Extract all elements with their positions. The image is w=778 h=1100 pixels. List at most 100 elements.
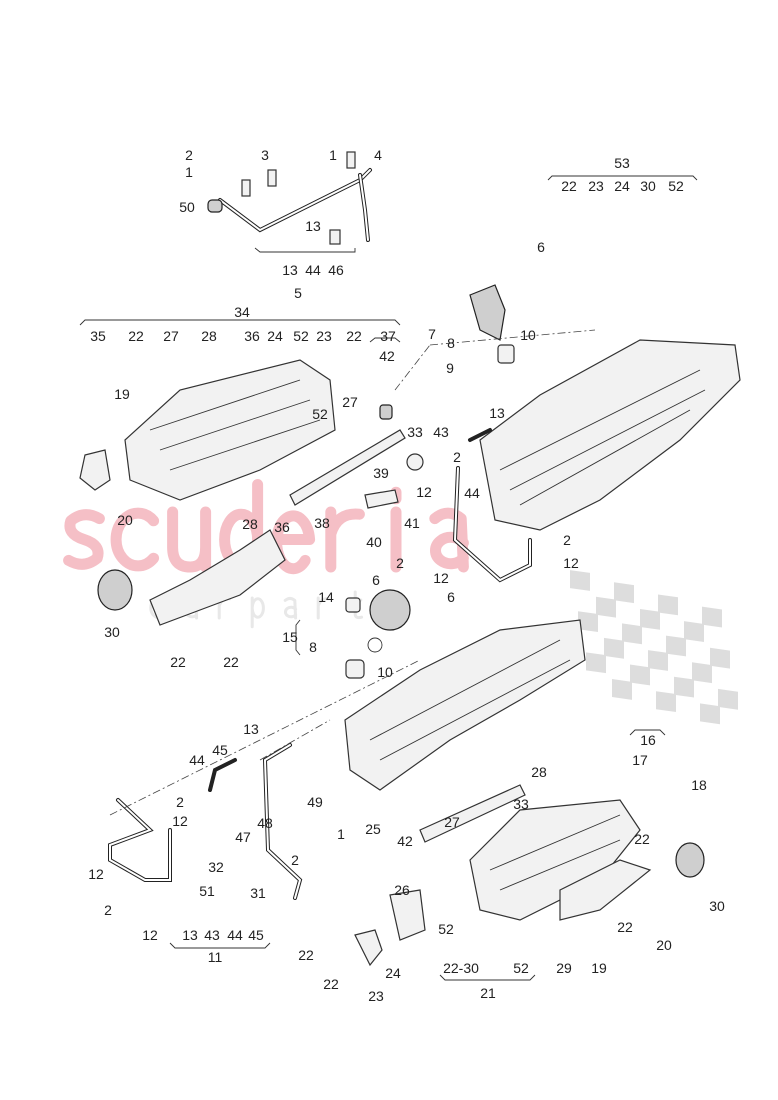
part-callout-2: 2 [185, 147, 193, 163]
part-callout-22: 22 [128, 328, 144, 344]
part-callout-8: 8 [447, 335, 455, 351]
part-callout-35: 35 [90, 328, 106, 344]
part-callout-5: 5 [294, 285, 302, 301]
part-callout-40: 40 [366, 534, 382, 550]
part-callout-20: 20 [117, 512, 133, 528]
part-callout-22: 22 [298, 947, 314, 963]
part-callout-23: 23 [368, 988, 384, 1004]
part-callout-22: 22 [561, 178, 577, 194]
part-callout-48: 48 [257, 815, 273, 831]
part-callout-51: 51 [199, 883, 215, 899]
flag-square [640, 608, 660, 630]
part-callout-10: 10 [520, 327, 536, 343]
part-callout-12: 12 [172, 813, 188, 829]
part-callout-27: 27 [342, 394, 358, 410]
part-callout-1: 1 [329, 147, 337, 163]
cylinder-head-left [344, 619, 586, 791]
flag-square [700, 703, 720, 725]
logo-letter [110, 507, 160, 572]
part-callout-2: 2 [396, 555, 404, 571]
part-callout-9: 9 [446, 360, 454, 376]
flag-square [570, 570, 590, 591]
part-callout-16: 16 [640, 732, 656, 748]
part-callout-44: 44 [305, 262, 321, 278]
part-callout-37: 37 [380, 328, 396, 344]
part-callout-2: 2 [453, 449, 461, 465]
part-callout-25: 25 [365, 821, 381, 837]
part-callout-10: 10 [377, 664, 393, 680]
part-callout-34: 34 [234, 304, 250, 320]
high-pressure-pump-lower [295, 589, 411, 679]
part-callout-27: 27 [163, 328, 179, 344]
part-callout-6: 6 [537, 239, 545, 255]
part-callout-6: 6 [447, 589, 455, 605]
part-callout-24: 24 [267, 328, 283, 344]
part-callout-52: 52 [312, 406, 328, 422]
part-callout-30: 30 [709, 898, 725, 914]
part-callout-2: 2 [563, 532, 571, 548]
part-callout-12: 12 [142, 927, 158, 943]
part-callout-50: 50 [179, 199, 195, 215]
part-callout-15: 15 [282, 629, 298, 645]
part-callout-39: 39 [373, 465, 389, 481]
part-callout-22: 22 [323, 976, 339, 992]
logo-letter [429, 507, 469, 573]
flag-square [666, 635, 686, 657]
intake-manifold-upper [79, 319, 424, 509]
flag-square [710, 647, 730, 669]
part-callout-33: 33 [513, 796, 529, 812]
logo-letter [283, 596, 298, 620]
part-callout-32: 32 [208, 859, 224, 875]
part-callout-4: 4 [374, 147, 382, 163]
checkered-flag-icon [570, 570, 738, 725]
part-callout-38: 38 [314, 515, 330, 531]
part-callout-23: 23 [588, 178, 604, 194]
part-callout-2: 2 [176, 794, 184, 810]
part-callout-24: 24 [614, 178, 630, 194]
part-callout-31: 31 [250, 885, 266, 901]
part-callout-19: 19 [591, 960, 607, 976]
part-callout-42: 42 [397, 833, 413, 849]
part-callout-13: 13 [489, 405, 505, 421]
logo-letter [325, 506, 365, 573]
flag-square [684, 621, 704, 642]
part-callout-53: 53 [614, 155, 630, 171]
part-callout-13: 13 [305, 218, 321, 234]
fuel-line-assembly-5 [207, 151, 698, 253]
part-callout-29: 29 [556, 960, 572, 976]
intake-manifold-lower [354, 729, 705, 981]
flag-square [630, 664, 650, 686]
part-callout-12: 12 [416, 484, 432, 500]
part-callout-45: 45 [248, 927, 264, 943]
part-callout-52: 52 [668, 178, 684, 194]
part-callout-44: 44 [227, 927, 243, 943]
part-callout-36: 36 [274, 519, 290, 535]
logo-letter [167, 506, 212, 573]
part-callout-14: 14 [318, 589, 334, 605]
part-callout-11: 11 [208, 949, 223, 965]
manifold-bracket-left [97, 529, 286, 626]
part-callout-44: 44 [189, 752, 205, 768]
part-callout-45: 45 [212, 742, 228, 758]
cylinder-head-right [479, 339, 741, 531]
part-callout-20: 20 [656, 937, 672, 953]
high-pressure-pump-top [394, 284, 596, 391]
part-callout-30: 30 [640, 178, 656, 194]
part-callout-43: 43 [433, 424, 449, 440]
flag-square [622, 623, 642, 645]
flag-square [656, 691, 676, 713]
part-callout-2: 2 [104, 902, 112, 918]
flag-square [578, 611, 598, 633]
part-callout-8: 8 [309, 639, 317, 655]
part-callout-33: 33 [407, 424, 423, 440]
part-callout-41: 41 [404, 515, 420, 531]
part-callout-7: 7 [428, 326, 436, 342]
part-callout-1: 1 [185, 164, 193, 180]
logo-letter [316, 596, 331, 620]
part-callout-1: 1 [337, 826, 345, 842]
flag-square [614, 582, 634, 604]
part-callout-24: 24 [385, 965, 401, 981]
flag-square [692, 662, 712, 684]
